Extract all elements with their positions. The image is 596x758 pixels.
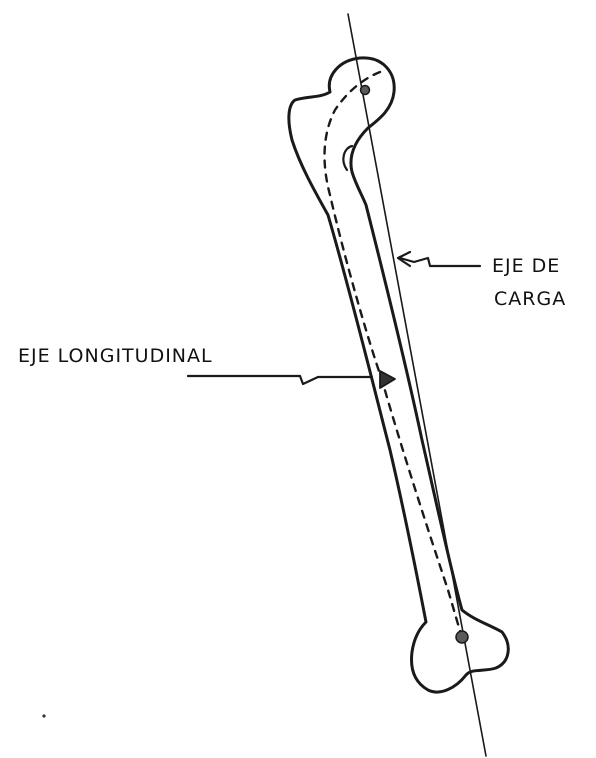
longitudinal-axis-label: EJE LONGITUDINAL — [18, 345, 213, 367]
longitudinal-axis-arrow — [188, 376, 372, 384]
longitudinal-axis-line — [325, 72, 462, 637]
load-axis-label-line1: EJE DE — [492, 255, 560, 277]
load-axis-line — [348, 14, 486, 756]
paper-speck — [42, 714, 45, 717]
load-axis-arrow — [400, 258, 480, 266]
knee-center-point — [456, 631, 468, 643]
femur-outline — [289, 58, 508, 692]
longitudinal-axis-arrowhead — [380, 371, 395, 388]
load-axis-label-line2: CARGA — [494, 288, 566, 310]
femoral-head-center-point — [361, 86, 370, 95]
